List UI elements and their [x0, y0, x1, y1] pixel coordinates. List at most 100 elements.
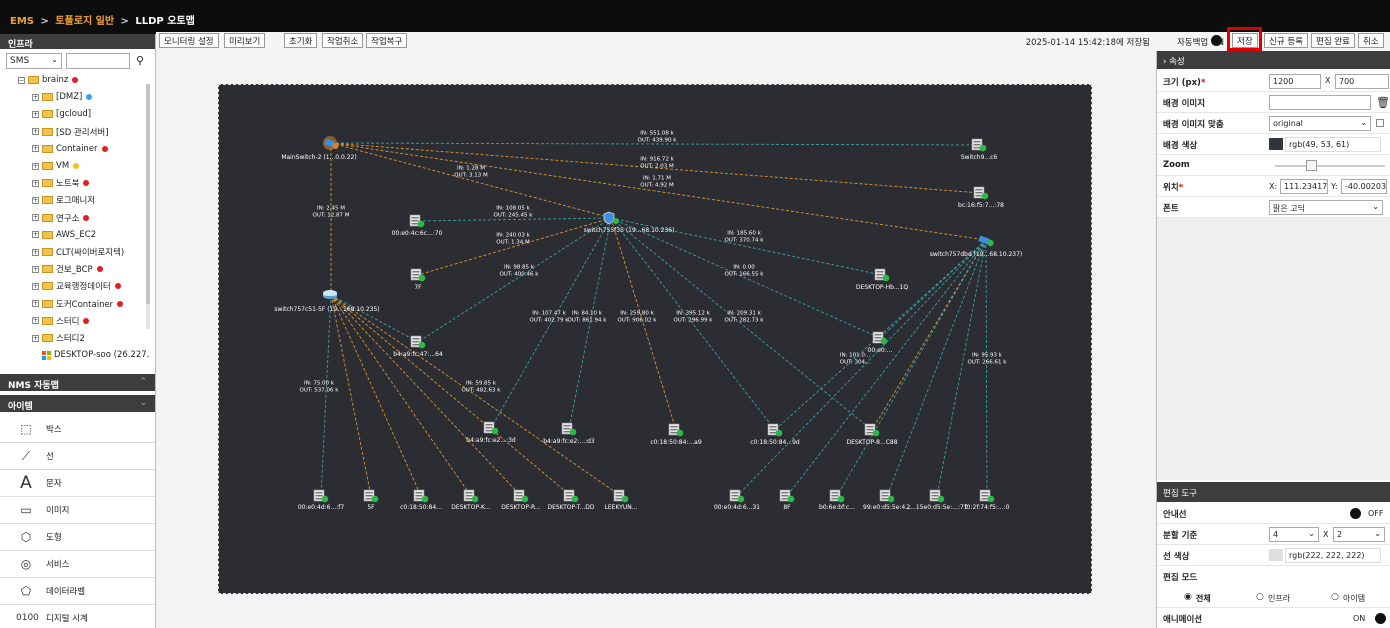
pos-x-field[interactable]: 111.234172	[1280, 179, 1328, 194]
bg-fit-select[interactable]: original⌄	[1269, 116, 1371, 131]
tree-node[interactable]: +건보_BCP	[32, 262, 103, 276]
expand-icon[interactable]: +	[32, 282, 39, 290]
server-icon[interactable]	[409, 214, 425, 228]
redo-button[interactable]: 작업복구	[366, 33, 408, 48]
line-color-swatch[interactable]	[1269, 549, 1283, 561]
expand-icon[interactable]: +	[32, 214, 39, 222]
monitoring-settings-button[interactable]: 모니터링 설정	[159, 33, 219, 48]
expand-icon[interactable]: +	[32, 317, 39, 325]
undo-button[interactable]: 작업취소	[322, 33, 364, 48]
search-type-select[interactable]: SMS⌄	[6, 53, 62, 69]
server-icon[interactable]	[563, 489, 579, 503]
tree-node[interactable]: +연구소	[32, 211, 90, 225]
server-icon[interactable]	[410, 335, 426, 349]
tool-item[interactable]: ⬠데이터라벨	[0, 578, 155, 605]
expand-icon[interactable]: +	[32, 110, 39, 118]
expand-icon[interactable]: +	[32, 231, 39, 239]
save-button[interactable]: 저장	[1232, 33, 1258, 48]
server-icon[interactable]	[929, 489, 945, 503]
tool-item[interactable]: ▭이미지	[0, 497, 155, 524]
tree-node[interactable]: +도커Container	[32, 297, 124, 311]
height-field[interactable]: 700	[1335, 74, 1389, 89]
search-icon[interactable]: ⚲	[136, 54, 145, 67]
server-icon[interactable]	[463, 489, 479, 503]
zoom-slider-track[interactable]	[1275, 165, 1385, 167]
server-icon[interactable]	[729, 489, 745, 503]
bg-image-field[interactable]	[1269, 95, 1371, 110]
reset-button[interactable]: 초기화	[284, 33, 318, 48]
server-icon[interactable]	[668, 423, 684, 437]
search-input[interactable]	[66, 53, 130, 69]
edit-done-button[interactable]: 편집 완료	[1311, 33, 1355, 48]
autobackup-toggle[interactable]	[1211, 35, 1222, 46]
tree-node[interactable]: +[gcloud]	[32, 107, 91, 121]
bg-color-swatch[interactable]	[1269, 138, 1283, 150]
tree-node[interactable]: +노트북	[32, 176, 90, 190]
breadcrumb-ems[interactable]: EMS	[10, 16, 34, 27]
server-icon[interactable]	[874, 268, 890, 282]
tool-item[interactable]: ◎서비스	[0, 551, 155, 578]
zoom-slider-thumb[interactable]	[1306, 160, 1317, 171]
expand-icon[interactable]: +	[32, 248, 39, 256]
server-icon[interactable]	[410, 268, 426, 282]
expand-icon[interactable]: +	[32, 128, 39, 136]
server-icon[interactable]	[513, 489, 529, 503]
server-icon[interactable]	[363, 489, 379, 503]
expand-icon[interactable]: +	[32, 145, 39, 153]
expand-icon[interactable]: +	[32, 162, 39, 170]
breadcrumb-topology[interactable]: 토폴로지 일반	[55, 16, 115, 27]
switch-icon[interactable]	[978, 233, 994, 247]
server-icon[interactable]	[561, 422, 577, 436]
expand-icon[interactable]: +	[32, 300, 39, 308]
item-header[interactable]: 아이템⌄	[0, 395, 155, 412]
edit-tools-header[interactable]: 편집 도구	[1157, 482, 1390, 502]
new-register-button[interactable]: 신규 등록	[1264, 33, 1308, 48]
line-color-field[interactable]: rgb(222, 222, 222)	[1285, 548, 1381, 563]
cancel-button[interactable]: 취소	[1358, 33, 1384, 48]
server-icon[interactable]	[313, 489, 329, 503]
tree-node[interactable]: −brainz	[18, 73, 79, 87]
tree-node[interactable]: +스터디	[32, 314, 90, 328]
split-b-select[interactable]: 2⌄	[1333, 527, 1385, 542]
tree-scrollbar[interactable]	[146, 84, 150, 329]
preview-button[interactable]: 미리보기	[224, 33, 266, 48]
switch-icon[interactable]	[323, 136, 339, 150]
tool-item[interactable]: ⟋선	[0, 443, 155, 470]
trash-icon[interactable]: 🗑	[1376, 96, 1390, 109]
bg-fit-checkbox[interactable]	[1376, 119, 1384, 127]
server-icon[interactable]	[879, 489, 895, 503]
scrollbar-thumb[interactable]	[146, 84, 150, 304]
server-icon[interactable]	[979, 489, 995, 503]
mode-infra-radio[interactable]: ○	[1256, 592, 1264, 602]
width-field[interactable]: 1200	[1269, 74, 1321, 89]
server-icon[interactable]	[483, 421, 499, 435]
tree-node[interactable]: +AWS_EC2	[32, 228, 96, 242]
router-icon[interactable]	[323, 288, 339, 302]
tree-node[interactable]: DESKTOP-soo (26.227.	[42, 348, 149, 362]
guide-toggle[interactable]	[1350, 508, 1361, 519]
mode-item-radio[interactable]: ○	[1331, 592, 1339, 602]
split-a-select[interactable]: 4⌄	[1269, 527, 1319, 542]
mode-all-radio[interactable]: ◉	[1184, 592, 1192, 602]
expand-icon[interactable]: +	[32, 265, 39, 273]
tree-node[interactable]: +[SD 관리서버]	[32, 125, 109, 139]
server-icon[interactable]	[413, 489, 429, 503]
server-icon[interactable]	[971, 138, 987, 152]
tool-item[interactable]: ⬡도형	[0, 524, 155, 551]
font-select[interactable]: 맑은 고딕⌄	[1269, 200, 1383, 215]
tree-node[interactable]: +VM	[32, 159, 80, 173]
server-icon[interactable]	[973, 186, 989, 200]
nms-automap-header[interactable]: NMS 자동맵⌃	[0, 374, 155, 391]
tool-item[interactable]: ⬚박스	[0, 416, 155, 443]
collapse-icon[interactable]: −	[18, 76, 25, 84]
tree-node[interactable]: +스터디2	[32, 331, 85, 345]
tree-node[interactable]: +로그매니저	[32, 193, 95, 207]
firewall-icon[interactable]	[603, 211, 619, 225]
expand-icon[interactable]: +	[32, 179, 39, 187]
server-icon[interactable]	[613, 489, 629, 503]
server-icon[interactable]	[872, 331, 888, 345]
expand-icon[interactable]: +	[32, 334, 39, 342]
